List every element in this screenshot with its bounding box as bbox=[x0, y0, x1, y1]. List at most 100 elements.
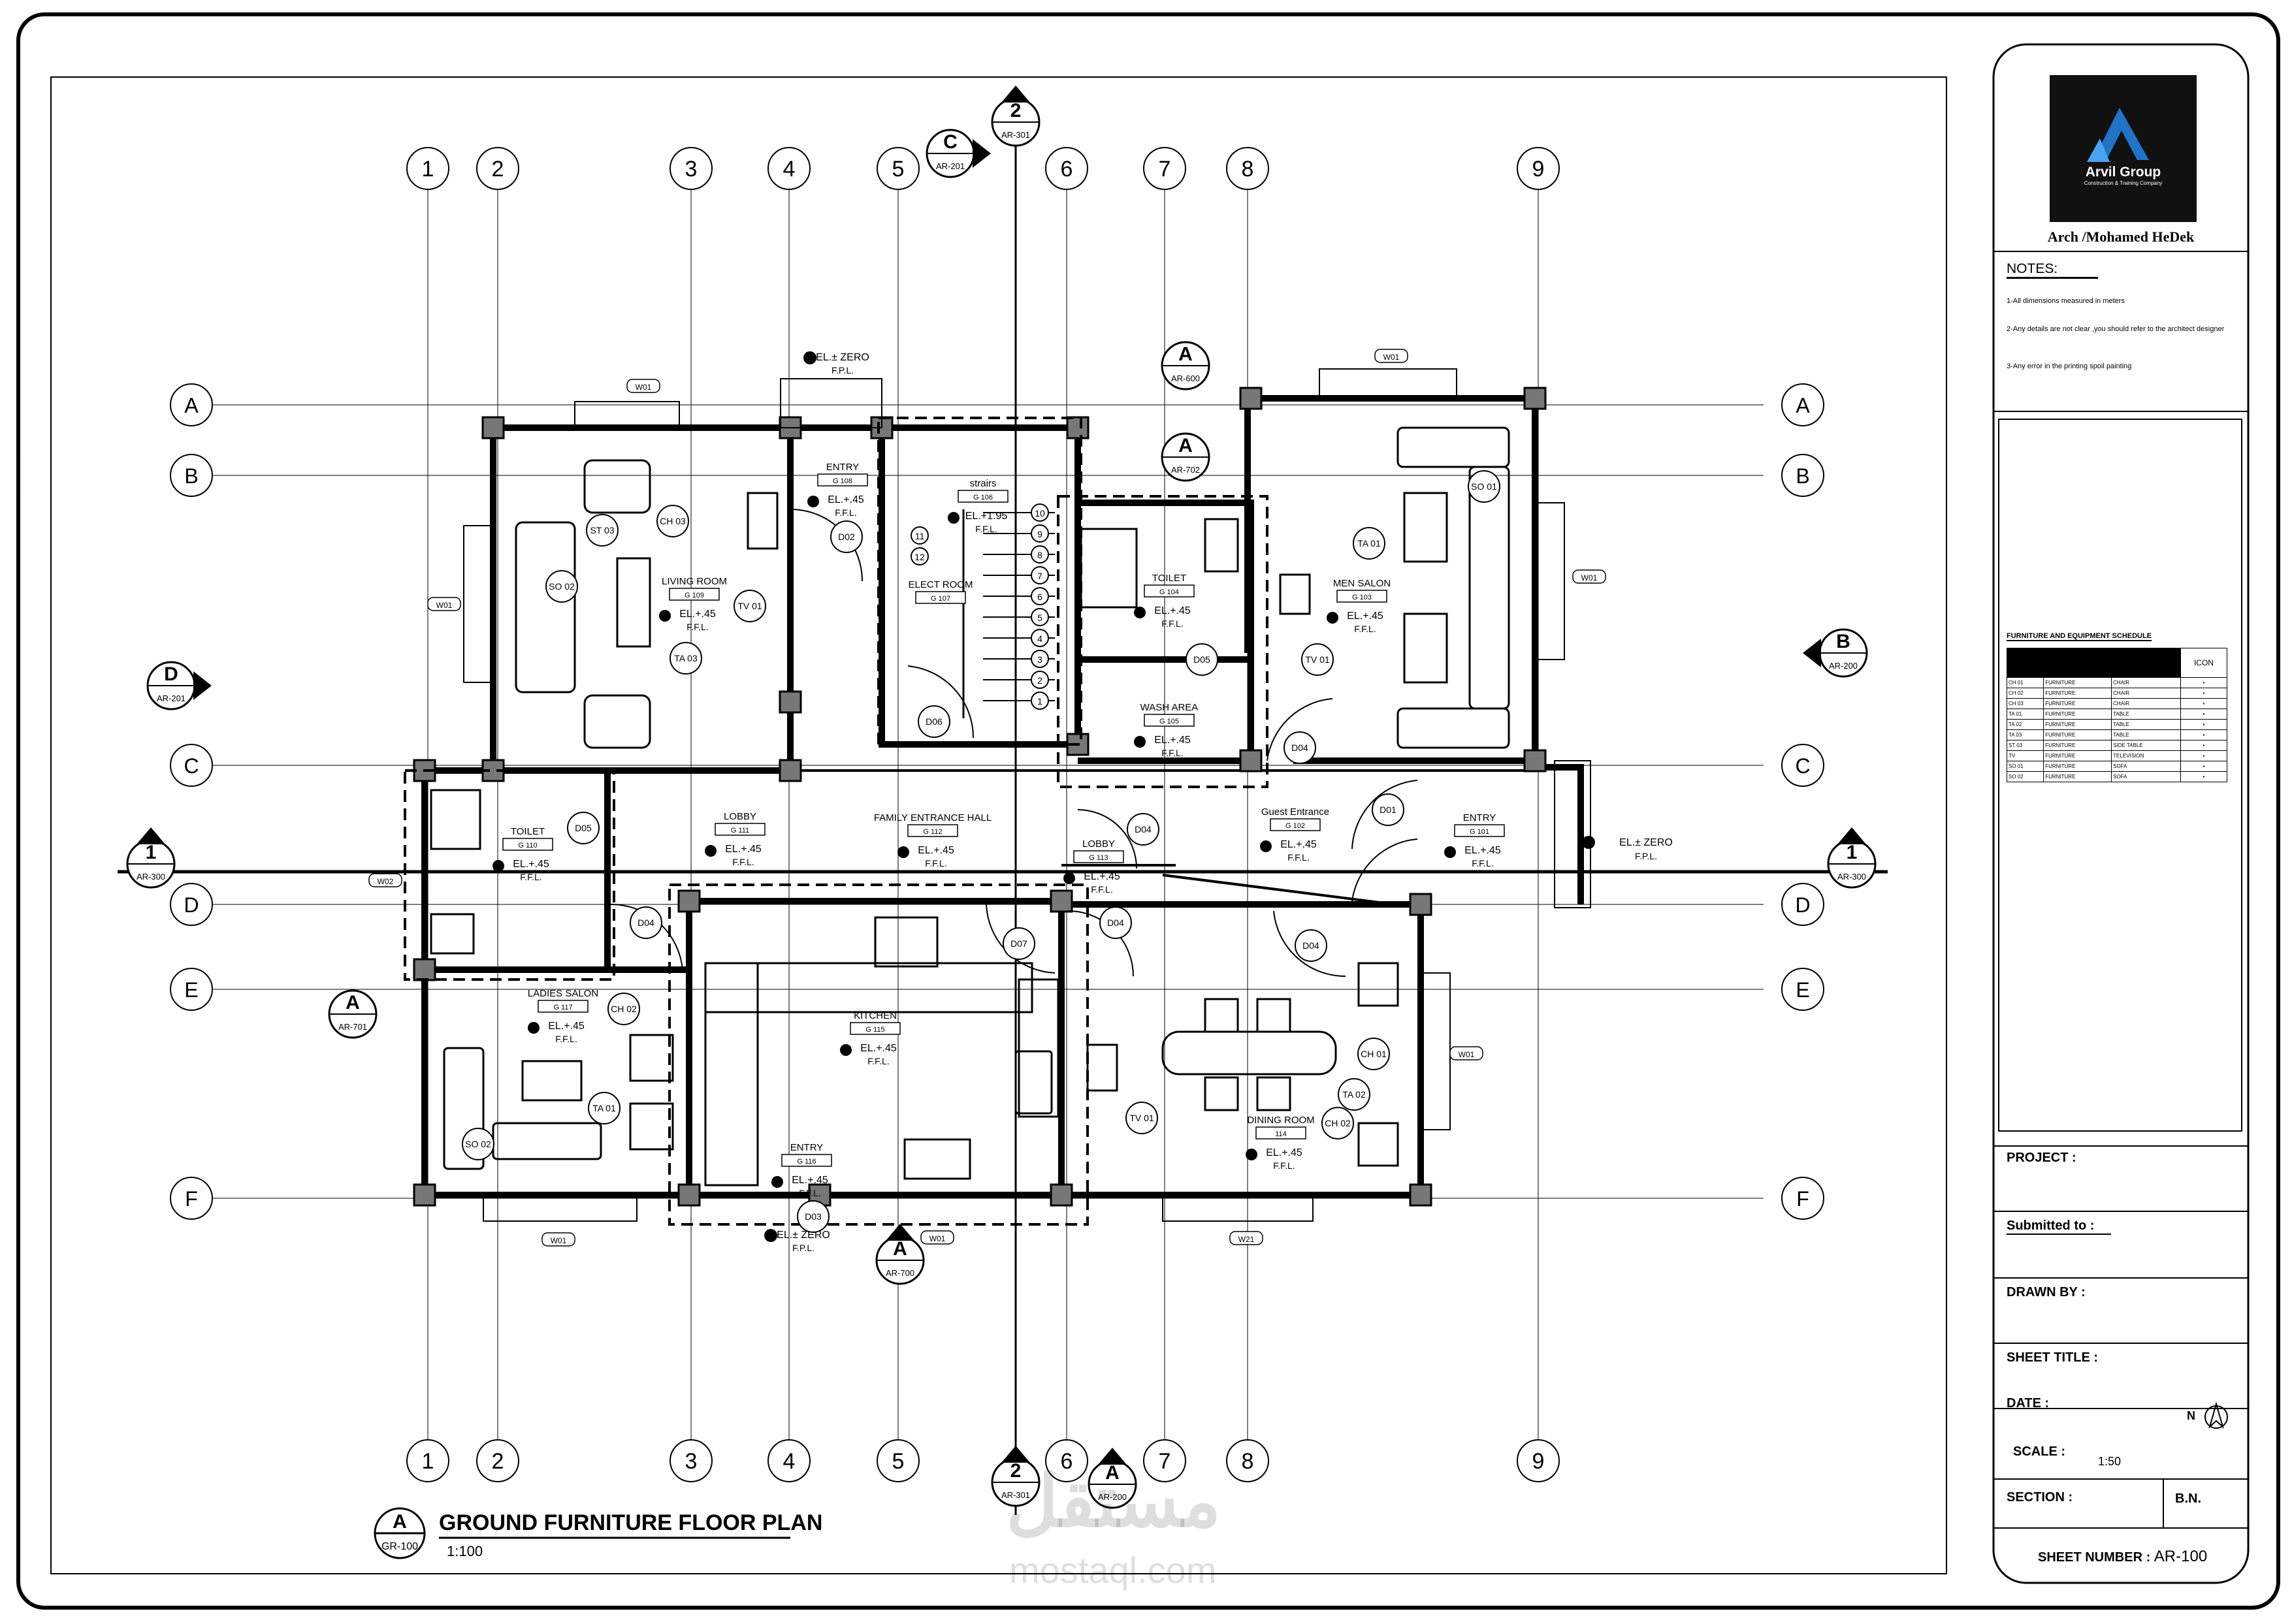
schedule-cell: ST 03 bbox=[2006, 740, 2044, 751]
room-name: ENTRY bbox=[826, 462, 860, 473]
grid-letter-f: F bbox=[1796, 1187, 1809, 1211]
window-tag-w01: W01 bbox=[1459, 1050, 1475, 1059]
grid-letter-f: F bbox=[185, 1187, 198, 1211]
tag-tv01: TV 01 bbox=[1129, 1113, 1154, 1123]
schedule-cell: FURNITURE bbox=[2043, 750, 2112, 761]
schedule-title: FURNITURE AND EQUIPMENT SCHEDULE bbox=[2007, 632, 2152, 641]
schedule-icon-cell: ▪ bbox=[2180, 729, 2228, 740]
schedule-cell: TABLE bbox=[2111, 709, 2181, 720]
stair-step-6: 6 bbox=[1037, 592, 1042, 602]
room-level: EL.+.45 bbox=[1154, 735, 1191, 746]
section-mark-ref: AR-700 bbox=[886, 1268, 914, 1278]
project-label: PROJECT : bbox=[2007, 1151, 2076, 1165]
section-mark-label: A bbox=[1178, 435, 1193, 456]
schedule-cell: TELEVISION bbox=[2111, 750, 2181, 761]
north-label: N bbox=[2187, 1409, 2195, 1422]
room-level-ffl: F.F.L. bbox=[867, 1056, 889, 1066]
schedule-cell: CH 01 bbox=[2006, 677, 2044, 688]
section-mark-ref: AR-300 bbox=[1837, 872, 1866, 882]
schedule-icon-cell: ▪ bbox=[2180, 698, 2228, 709]
tag-so02: SO 02 bbox=[549, 581, 575, 592]
room-level-ffl: F.F.L. bbox=[835, 507, 856, 518]
room-level-ffl: F.F.L. bbox=[555, 1034, 577, 1044]
window-tag-w01: W01 bbox=[929, 1234, 946, 1243]
schedule-cell: SIDE TABLE bbox=[2111, 740, 2181, 751]
grid-letter-a: A bbox=[184, 394, 199, 417]
room-code: G 104 bbox=[1159, 588, 1179, 596]
schedule-header bbox=[2007, 648, 2181, 678]
logo-tagline: Construction & Training Company bbox=[2084, 180, 2163, 186]
schedule-cell: FURNITURE bbox=[2043, 688, 2112, 699]
level-fpl: F.P.L. bbox=[1635, 851, 1657, 861]
note-1: 1-All dimensions measured in meters bbox=[2007, 297, 2125, 305]
tag-ta02: TA 02 bbox=[1342, 1089, 1366, 1100]
tag-d01: D01 bbox=[1380, 804, 1396, 815]
scale-value: 1:50 bbox=[2098, 1455, 2122, 1468]
stair-step-9: 9 bbox=[1037, 529, 1042, 539]
room-level-ffl: F.F.L. bbox=[732, 857, 754, 867]
room-level: EL.+.45 bbox=[513, 859, 549, 870]
room-code: G 105 bbox=[1159, 718, 1179, 725]
room-code: G 107 bbox=[931, 595, 950, 603]
room-code: G 116 bbox=[797, 1158, 816, 1166]
room-level-ffl: F.F.L. bbox=[1161, 748, 1183, 758]
grid-letter-d: D bbox=[184, 893, 199, 917]
note-3: 3-Any error in the printing spoil painti… bbox=[2007, 362, 2132, 370]
room-code: G 112 bbox=[923, 828, 942, 836]
room-code: G 108 bbox=[833, 477, 852, 485]
grid-letter-a: A bbox=[1796, 394, 1810, 417]
room-level-ffl: F.F.L. bbox=[1273, 1160, 1295, 1171]
room-name: FAMILY ENTRANCE HALL bbox=[874, 812, 992, 823]
schedule-icon-cell: ▪ bbox=[2180, 719, 2228, 730]
grid-number-8: 8 bbox=[1242, 1449, 1254, 1474]
schedule-cell: FURNITURE bbox=[2043, 761, 2112, 772]
grid-number-7: 7 bbox=[1159, 1449, 1171, 1474]
grid-number-2: 2 bbox=[492, 1449, 504, 1474]
section-mark-ref: AR-701 bbox=[338, 1022, 367, 1032]
tag-ch03: CH 03 bbox=[660, 516, 686, 526]
schedule-icon-cell: ▪ bbox=[2180, 688, 2228, 699]
sheet-number-value: AR-100 bbox=[2154, 1548, 2208, 1565]
schedule-cell: FURNITURE bbox=[2043, 719, 2112, 730]
room-name: KITCHEN bbox=[854, 1010, 897, 1021]
watermark-latin: mostaql.com bbox=[1009, 1550, 1217, 1591]
room-name: LADIES SALON bbox=[528, 988, 598, 999]
tag-ch02: CH 02 bbox=[1325, 1118, 1351, 1128]
sheet-title-label: SHEET TITLE : bbox=[2007, 1350, 2098, 1365]
grid-number-1: 1 bbox=[422, 1449, 434, 1474]
drawing-border bbox=[50, 76, 1947, 1574]
schedule-cell: FURNITURE bbox=[2043, 709, 2112, 720]
room-level-ffl: F.F.L. bbox=[975, 524, 997, 534]
room-name: LOBBY bbox=[1082, 838, 1115, 850]
window-tag-w21: W21 bbox=[1238, 1235, 1255, 1244]
room-level: EL.+.45 bbox=[792, 1175, 828, 1186]
schedule-icon-cell: ▪ bbox=[2180, 677, 2228, 688]
section-mark-label: 1 bbox=[1847, 842, 1858, 863]
drawing-title-scale: 1:100 bbox=[447, 1543, 483, 1559]
room-level: EL.+.45 bbox=[1266, 1147, 1302, 1158]
room-code: G 101 bbox=[1470, 828, 1489, 836]
section-value: B.N. bbox=[2175, 1491, 2201, 1506]
outer-frame bbox=[16, 12, 2280, 1610]
stair-step-7: 7 bbox=[1037, 571, 1042, 581]
schedule-icon-header: ICON bbox=[2180, 648, 2228, 678]
window-tag-w01: W01 bbox=[636, 383, 652, 392]
room-level: EL.+.45 bbox=[918, 845, 954, 856]
section-mark-label: D bbox=[164, 663, 178, 685]
room-level-ffl: F.F.L. bbox=[1091, 884, 1112, 895]
schedule-cell: CH 03 bbox=[2006, 698, 2044, 709]
room-level: EL.+.45 bbox=[828, 494, 864, 505]
schedule-cell: CHAIR bbox=[2111, 688, 2181, 699]
date-label: DATE : bbox=[2007, 1396, 2050, 1410]
tag-d06: D06 bbox=[926, 716, 943, 727]
room-level-ffl: F.F.L. bbox=[520, 872, 541, 882]
